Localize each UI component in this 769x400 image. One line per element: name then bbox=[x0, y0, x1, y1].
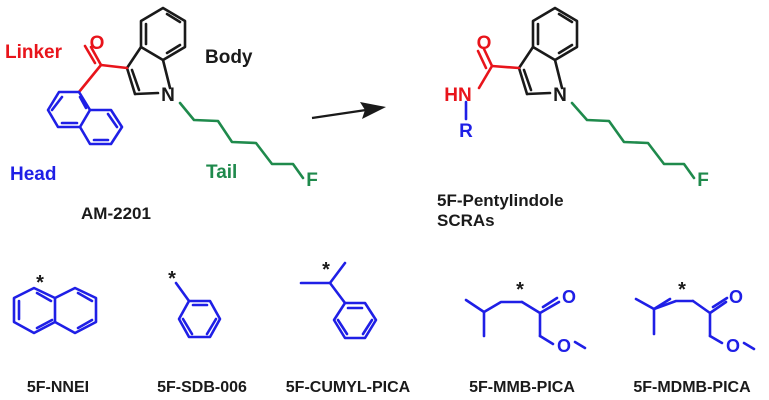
product-nitrogen-label: N bbox=[553, 85, 567, 106]
linker-label: Linker bbox=[5, 42, 63, 63]
nnei-asterisk: * bbox=[36, 272, 44, 294]
head-label: Head bbox=[10, 164, 56, 185]
indole-benzene-ring bbox=[139, 6, 187, 62]
fluorine-label: F bbox=[306, 170, 318, 191]
mmb-name: 5F-MMB-PICA bbox=[469, 379, 575, 396]
mdmb-structure: * O O bbox=[634, 279, 756, 356]
r-group-label: R bbox=[459, 121, 473, 142]
product-fluorine-label: F bbox=[697, 170, 709, 191]
product-oxygen-label: O bbox=[477, 33, 492, 54]
mdmb-carbonyl-oxygen: O bbox=[729, 287, 743, 307]
amide-nh-label: HN bbox=[444, 85, 471, 106]
cumyl-structure: * bbox=[299, 259, 378, 340]
am2201-name: AM-2201 bbox=[81, 204, 151, 223]
cumyl-name: 5F-CUMYL-PICA bbox=[286, 379, 411, 396]
body-label: Body bbox=[205, 47, 253, 68]
product-title-line1: 5F-Pentylindole bbox=[437, 191, 564, 210]
mdmb-name: 5F-MDMB-PICA bbox=[633, 379, 751, 396]
sdb006-name: 5F-SDB-006 bbox=[157, 379, 247, 396]
product-pentyl-tail bbox=[570, 101, 696, 180]
tail-label: Tail bbox=[206, 162, 237, 183]
product-indole-benzene-ring bbox=[531, 6, 579, 62]
indole-pyrrole-ring bbox=[125, 45, 172, 96]
mmb-carbonyl-oxygen: O bbox=[562, 287, 576, 307]
pentyl-tail bbox=[178, 101, 305, 180]
indole-nitrogen-label: N bbox=[161, 85, 175, 106]
pentylindole-structure: O HN R N F bbox=[444, 6, 709, 191]
mmb-ester-oxygen: O bbox=[557, 336, 571, 356]
mdmb-ester-oxygen: O bbox=[726, 336, 740, 356]
carbonyl-oxygen-label: O bbox=[90, 33, 105, 54]
mdmb-asterisk: * bbox=[678, 279, 686, 301]
reaction-arrow bbox=[311, 102, 386, 120]
nnei-name: 5F-NNEI bbox=[27, 379, 89, 396]
am2201-structure: O N F bbox=[46, 6, 318, 191]
mmb-structure: * O O bbox=[464, 279, 587, 356]
cumyl-asterisk: * bbox=[322, 259, 330, 281]
product-amide-linker bbox=[476, 47, 521, 90]
sdb006-asterisk: * bbox=[168, 268, 176, 290]
linker-carbonyl bbox=[77, 44, 129, 94]
sdb006-structure: * bbox=[168, 268, 222, 339]
naphthalene-head bbox=[46, 90, 124, 146]
product-indole-pyrrole-ring bbox=[517, 45, 564, 96]
nnei-structure: * bbox=[12, 272, 98, 335]
product-title-line2: SCRAs bbox=[437, 211, 495, 230]
mmb-asterisk: * bbox=[516, 279, 524, 301]
